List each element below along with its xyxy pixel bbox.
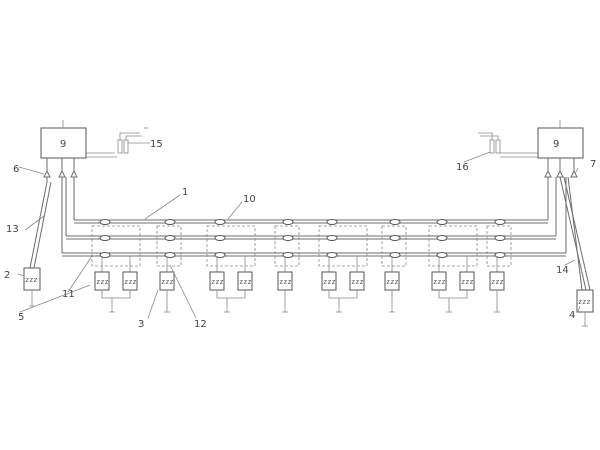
meter-link: [216, 290, 246, 299]
right-controller-label: 9: [553, 139, 559, 150]
module-enclosure: [156, 225, 182, 267]
callout-14: 14: [556, 265, 569, 276]
callout-12: 12: [194, 319, 207, 330]
valve-icon: [164, 235, 176, 241]
module-enclosure: [274, 225, 300, 267]
valve-icon: [389, 235, 401, 241]
callout-3: 3: [138, 319, 144, 330]
callout-13: 13: [6, 224, 19, 235]
callout-leaders: [17, 142, 581, 319]
valve-icon: [436, 252, 448, 258]
sensor-15: [86, 127, 148, 158]
main-pipes: [62, 219, 566, 257]
right-bottom-unit-label: zzz: [578, 298, 591, 306]
valve-icon: [214, 235, 226, 241]
valve-icon: [494, 252, 506, 258]
meter-label: zzz: [211, 278, 224, 286]
module-enclosure: [381, 225, 407, 267]
valve-icon: [99, 252, 111, 258]
callout-15: 15: [150, 139, 163, 150]
meter-label: zzz: [351, 278, 364, 286]
meter-label: zzz: [491, 278, 504, 286]
callout-5: 5: [18, 312, 24, 323]
callout-1: 1: [182, 187, 188, 198]
meter-label: zzz: [461, 278, 474, 286]
module-row: zzz zzz zzz zzz zzz zzz zzz zzz zzz zzz zzz zzz: [91, 219, 512, 313]
module-enclosure: [206, 225, 256, 267]
valve-icon: [282, 252, 294, 258]
valve-icon: [282, 235, 294, 241]
meter-label: zzz: [96, 278, 109, 286]
meter-label: zzz: [323, 278, 336, 286]
valve-icon: [326, 235, 338, 241]
valve-icon: [282, 219, 294, 225]
valve-icon: [214, 219, 226, 225]
sensor-16: [478, 132, 538, 158]
callout-labels: 1 2 3 4 5 6 7 10 11 12 13 14 15 16: [4, 139, 596, 330]
meter-label: zzz: [239, 278, 252, 286]
meter-label: zzz: [433, 278, 446, 286]
valve-icon: [164, 219, 176, 225]
left-bottom-unit: zzz: [23, 267, 41, 307]
meter-link: [328, 290, 358, 299]
valve-icon: [326, 219, 338, 225]
left-risers: [29, 158, 78, 269]
valve-icon: [389, 252, 401, 258]
valve-icon: [99, 235, 111, 241]
valve-icon: [494, 235, 506, 241]
callout-16: 16: [456, 162, 469, 173]
callout-11: 11: [62, 289, 75, 300]
left-bottom-unit-label: zzz: [25, 276, 38, 284]
valve-icon: [326, 252, 338, 258]
module-enclosure: [486, 225, 512, 267]
valve-icon: [436, 219, 448, 225]
valve-icon: [214, 252, 226, 258]
right-bottom-unit: zzz: [576, 289, 594, 327]
right-risers: [544, 158, 591, 291]
callout-4: 4: [569, 310, 575, 321]
left-controller-label: 9: [60, 139, 66, 150]
meter-link: [438, 290, 468, 299]
valve-icon: [436, 235, 448, 241]
module-enclosure: [428, 225, 478, 267]
meter-label: zzz: [124, 278, 137, 286]
valve-icon: [389, 219, 401, 225]
meter-link: [101, 290, 131, 299]
valve-icon: [99, 219, 111, 225]
callout-6: 6: [13, 164, 19, 175]
callout-10: 10: [243, 194, 256, 205]
right-controller: 9: [537, 120, 584, 159]
valve-icon: [494, 219, 506, 225]
meter-label: zzz: [161, 278, 174, 286]
meter-label: zzz: [386, 278, 399, 286]
module-enclosure: [91, 225, 141, 267]
valve-icon: [164, 252, 176, 258]
module-enclosure: [318, 225, 368, 267]
callout-2: 2: [4, 270, 10, 281]
callout-7: 7: [590, 159, 596, 170]
meter-label: zzz: [279, 278, 292, 286]
left-controller: 9: [40, 120, 87, 159]
